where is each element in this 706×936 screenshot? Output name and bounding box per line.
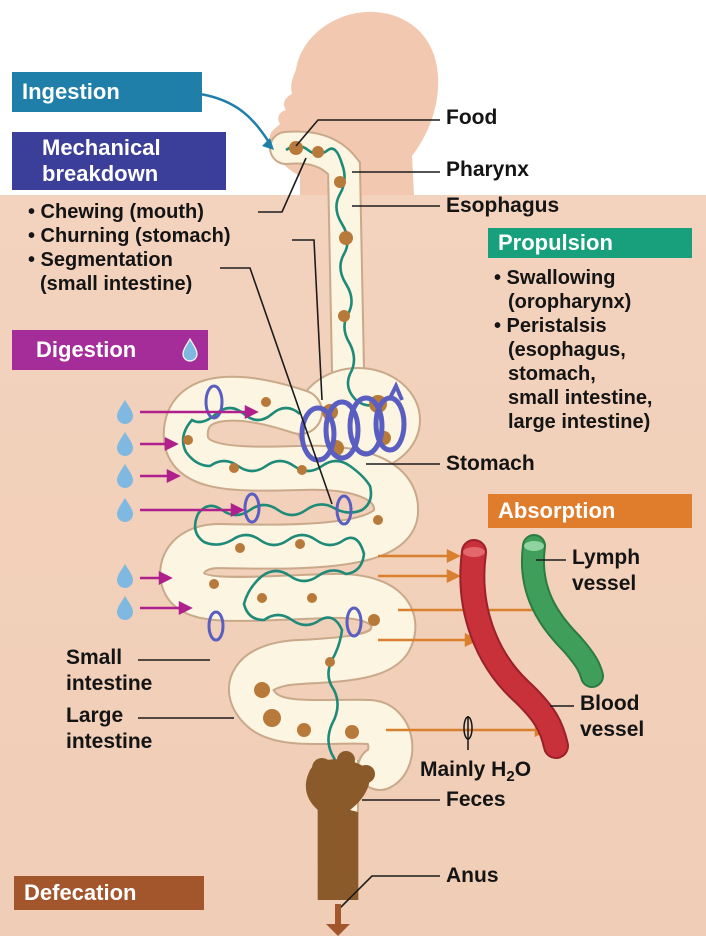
absorption-box: Absorption <box>488 494 692 528</box>
label-mainly-text: Mainly H <box>420 758 506 781</box>
mechanical-item-segmentation: • Segmentation <box>28 248 231 272</box>
digestion-label: Digestion <box>12 338 146 362</box>
label-feces: Feces <box>446 788 506 812</box>
label-food: Food <box>446 106 497 130</box>
propulsion-detail-2: stomach, <box>494 362 653 386</box>
label-mainly-water: Mainly H2O <box>420 758 531 789</box>
ingestion-box: Ingestion <box>12 72 202 112</box>
mechanical-item-segmentation-detail: (small intestine) <box>28 272 231 296</box>
label-mainly-subscript: 2 <box>506 768 514 785</box>
mechanical-breakdown-box: Mechanical breakdown <box>12 132 226 190</box>
label-pharynx: Pharynx <box>446 158 529 182</box>
propulsion-detail-3: small intestine, <box>494 386 653 410</box>
label-small-intestine-1: Small <box>66 646 122 670</box>
label-blood-vessel-2: vessel <box>580 718 644 742</box>
propulsion-list: • Swallowing (oropharynx) • Peristalsis … <box>494 266 653 434</box>
label-lymph-vessel-2: vessel <box>572 572 636 596</box>
propulsion-box: Propulsion <box>488 228 692 258</box>
mechanical-item-chewing: • Chewing (mouth) <box>28 200 231 224</box>
mechanical-label-1: Mechanical <box>12 136 171 160</box>
propulsion-detail-1: (esophagus, <box>494 338 653 362</box>
propulsion-detail-4: large intestine) <box>494 410 653 434</box>
water-drop-icon <box>182 338 198 362</box>
mechanical-list: • Chewing (mouth) • Churning (stomach) •… <box>28 200 231 296</box>
label-mainly-tail: O <box>515 758 531 781</box>
mechanical-label-2: breakdown <box>12 162 168 186</box>
label-small-intestine-2: intestine <box>66 672 152 696</box>
label-large-intestine-2: intestine <box>66 730 152 754</box>
label-anus: Anus <box>446 864 499 888</box>
defecation-box: Defecation <box>14 876 204 910</box>
label-blood-vessel-1: Blood <box>580 692 639 716</box>
label-esophagus: Esophagus <box>446 194 559 218</box>
propulsion-item-peristalsis: • Peristalsis <box>494 314 653 338</box>
propulsion-item-swallowing-detail: (oropharynx) <box>494 290 653 314</box>
label-stomach: Stomach <box>446 452 535 476</box>
mechanical-item-churning: • Churning (stomach) <box>28 224 231 248</box>
digestion-box: Digestion <box>12 330 208 370</box>
propulsion-item-swallowing: • Swallowing <box>494 266 653 290</box>
label-lymph-vessel-1: Lymph <box>572 546 640 570</box>
label-large-intestine-1: Large <box>66 704 123 728</box>
